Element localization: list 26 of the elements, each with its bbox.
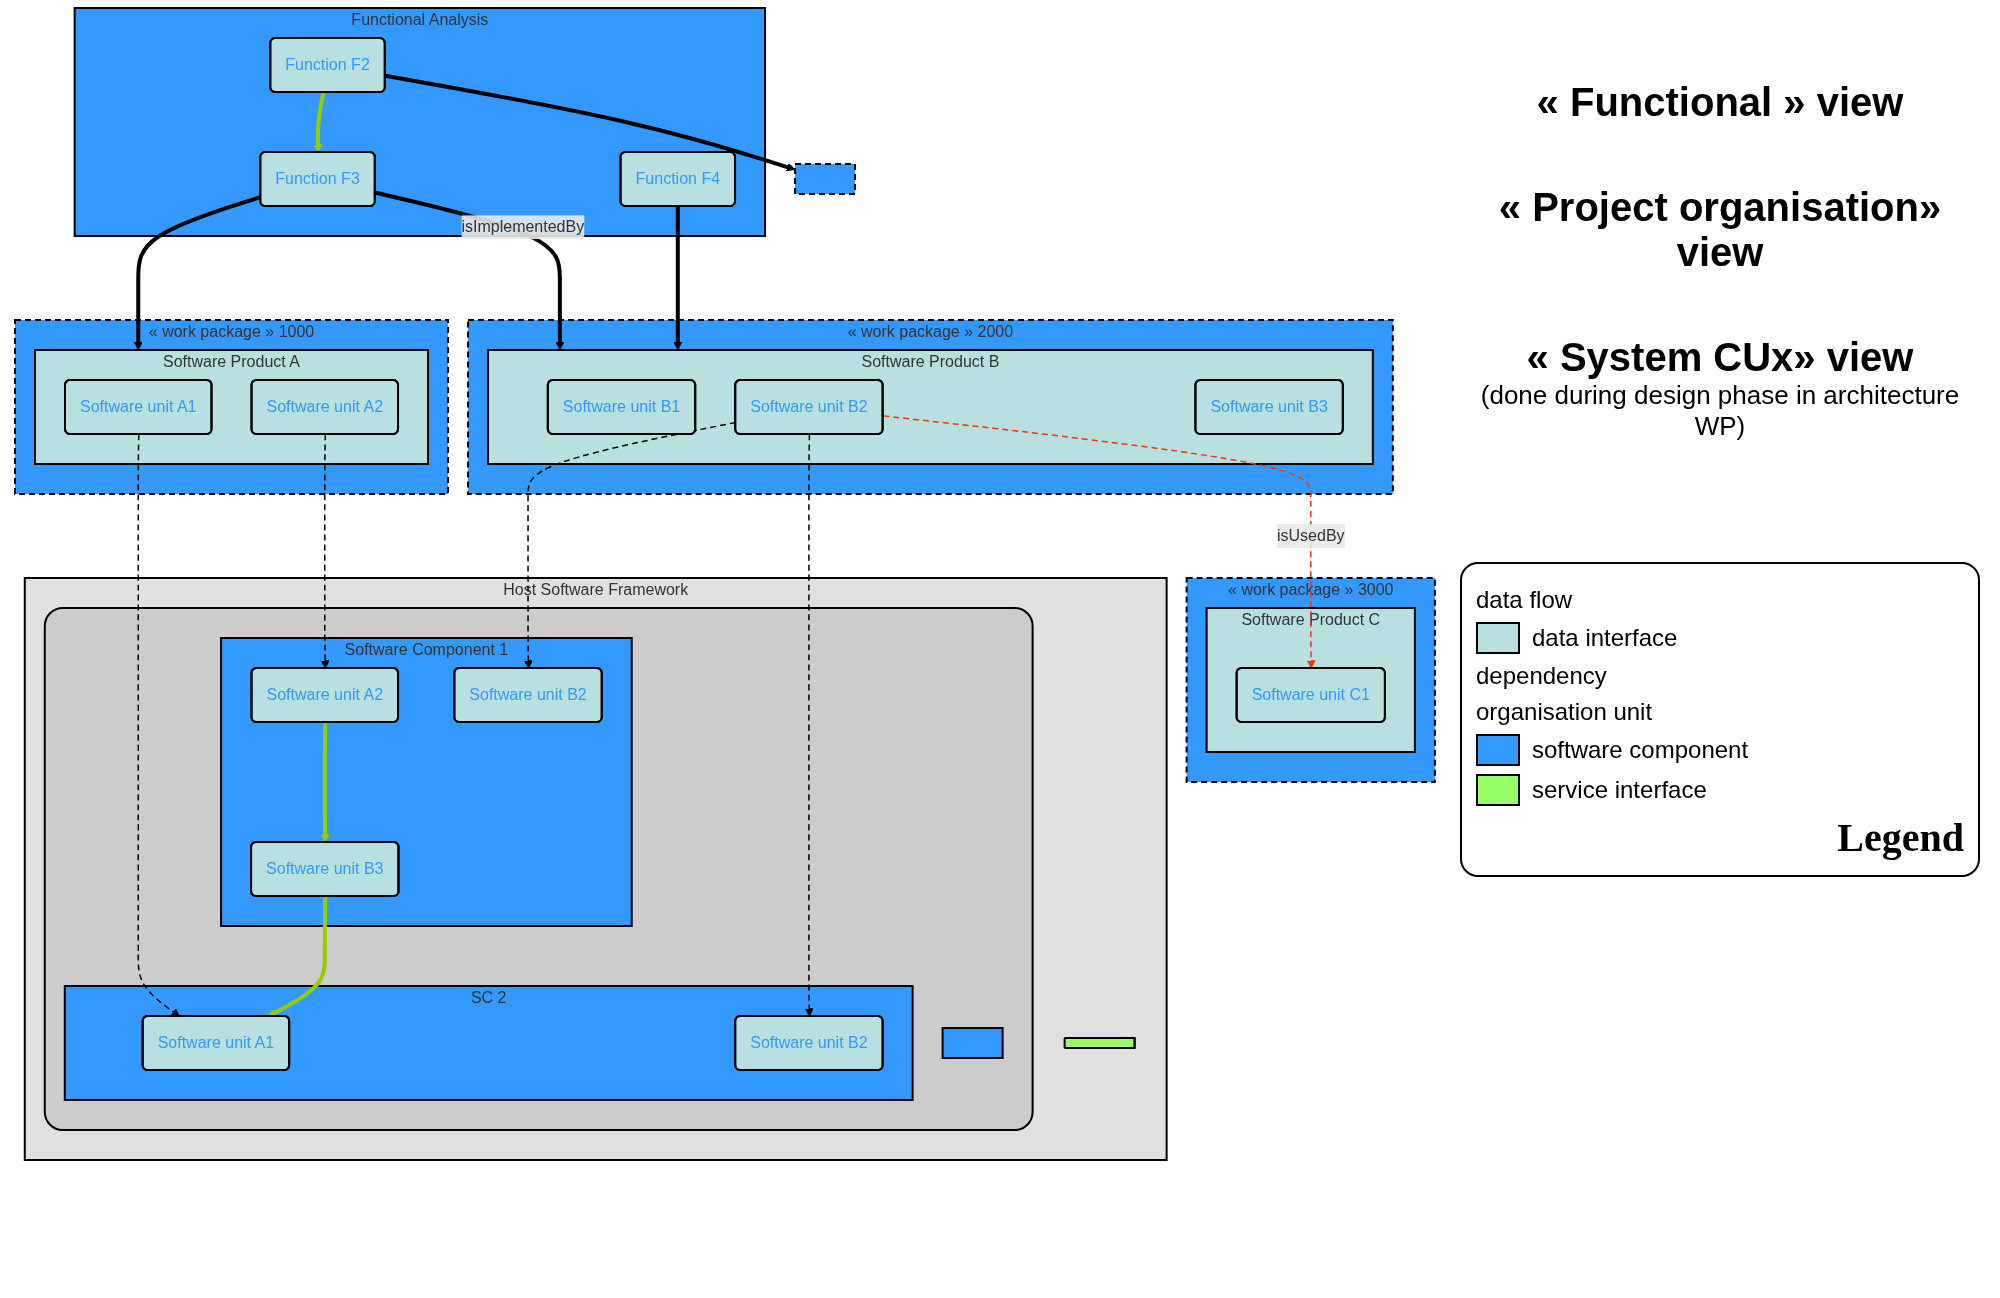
arrow xyxy=(882,415,1316,669)
view-note: (done during design phase in architecture WP) xyxy=(1479,380,1961,442)
legend-text: service interface xyxy=(1532,776,1707,804)
edge-label: isUsedBy xyxy=(1277,527,1345,544)
view-title: « System CUx» view xyxy=(1525,335,1915,380)
arrow xyxy=(267,896,328,1017)
arrow xyxy=(313,92,326,153)
arrow xyxy=(673,206,683,351)
legend-text: dependency xyxy=(1476,662,1607,690)
legend-text: data interface xyxy=(1532,624,1678,652)
edge-label: isImplementedBy xyxy=(461,218,585,236)
arrow xyxy=(137,433,181,1017)
legend-title: Legend xyxy=(1836,814,1964,861)
legend-text: data flow xyxy=(1476,586,1573,614)
arrow xyxy=(320,722,330,843)
node-box xyxy=(794,163,857,195)
cluster xyxy=(43,607,1034,1131)
arrow xyxy=(133,195,261,351)
arrow xyxy=(384,73,796,172)
arrow xyxy=(320,433,330,669)
view-title: « Functional » view xyxy=(1535,80,1905,125)
legend-text: software component xyxy=(1532,736,1749,764)
arrow xyxy=(804,433,814,1017)
view-title: « Project organisation» view xyxy=(1497,185,1943,275)
legend-text: organisation unit xyxy=(1476,698,1653,726)
node-box xyxy=(941,1027,1004,1059)
